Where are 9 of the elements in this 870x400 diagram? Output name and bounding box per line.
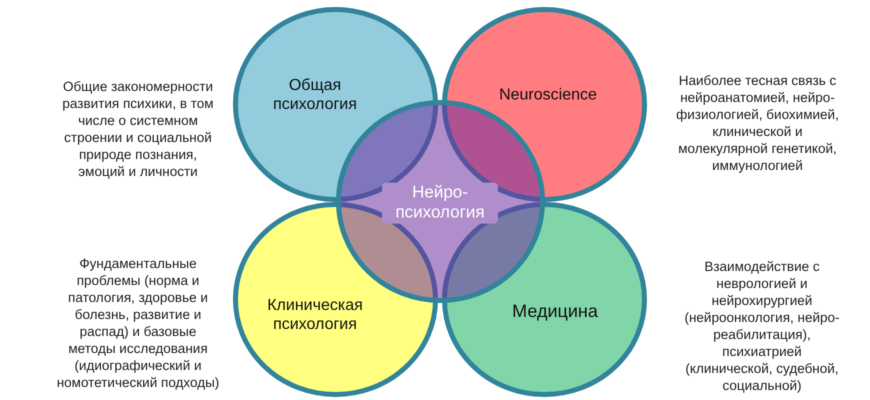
circle-label: Нейро- психология <box>382 182 498 224</box>
circle-label: Клиническая психология <box>266 296 364 334</box>
circle-label: Neuroscience <box>499 85 597 105</box>
circle-label: Общая психология <box>272 76 358 114</box>
description-text: Наиболее тесная связь с нейроанатомией, нейро- физиологией, биохимией, клинической и молекулярной генетикой, иммунологией <box>675 72 840 174</box>
description-text: Взаимодействие с неврологией и нейрохирургией (нейроонкология, нейро- реабилитация), психиатрией (клинической, судебной, социальной) <box>683 258 841 394</box>
circle-label: Медицина <box>512 301 598 323</box>
description-text: Фундаментальные проблемы (норма и патология, здоровье и болезнь, развитие и распад) и базовые методы исследования (идиографический и номотетический подходы) <box>56 255 220 391</box>
description-text: Общие закономерности развития психики, в том числе о системном строении и социальной природе познания, эмоций и личности <box>61 78 215 180</box>
